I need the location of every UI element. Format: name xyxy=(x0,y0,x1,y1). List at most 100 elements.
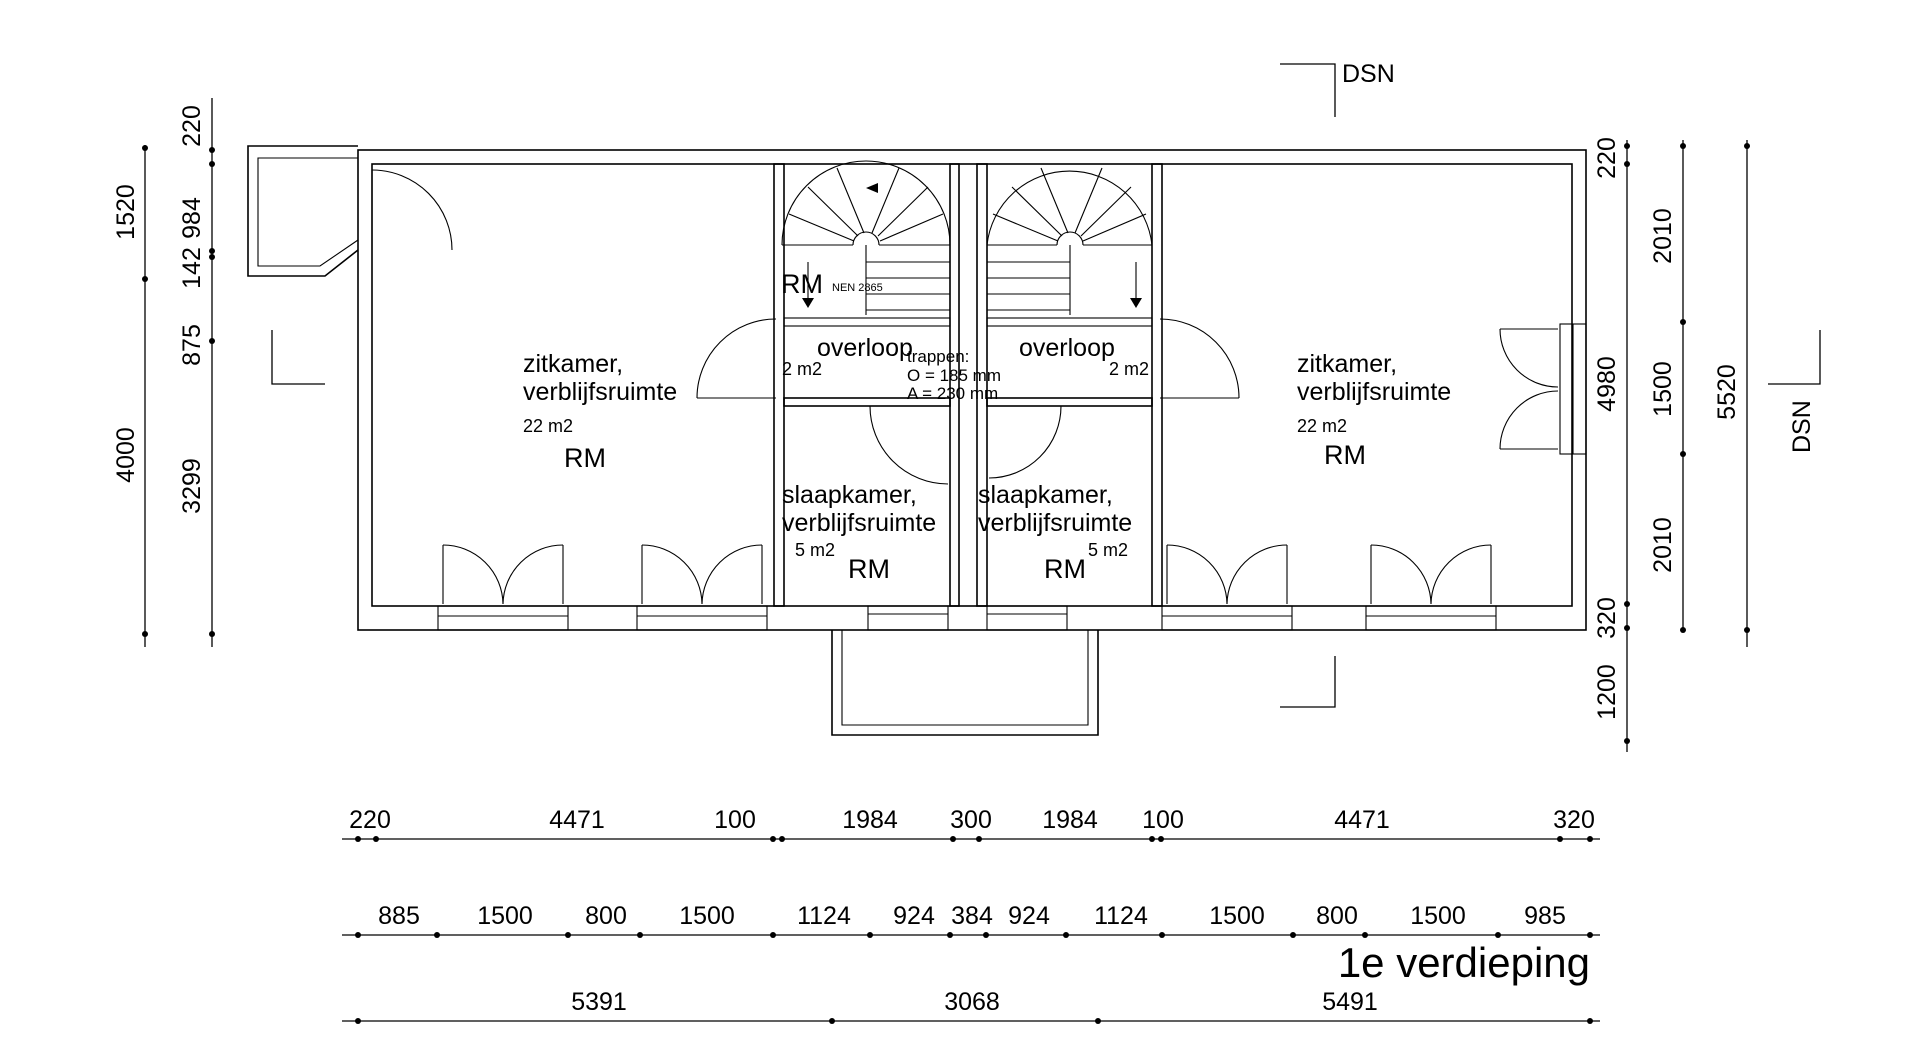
dimension-tick xyxy=(770,836,776,842)
room-name-left-living: zitkamer, xyxy=(523,350,623,378)
dim-right-middle-3: 2010 xyxy=(1649,517,1677,573)
dimension-tick xyxy=(1624,738,1630,744)
room-name-right-living: zitkamer, xyxy=(1297,350,1397,378)
dimension-tick xyxy=(1624,143,1630,149)
room-name-right-landing: overloop xyxy=(1019,334,1115,362)
dim-row2-13: 985 xyxy=(1524,902,1566,930)
interior-walls xyxy=(773,163,1163,607)
dim-row1-7: 100 xyxy=(1142,806,1184,834)
dim-row2-12: 1500 xyxy=(1410,902,1466,930)
room-area-left-landing: 2 m2 xyxy=(782,359,822,379)
dimension-tick xyxy=(209,161,215,167)
room-code-right-living: RM xyxy=(1324,440,1366,470)
dimension-tick xyxy=(1557,836,1563,842)
balcony-left xyxy=(247,145,359,277)
dim-row1-5: 300 xyxy=(950,806,992,834)
stair-rise: O = 185 mm xyxy=(907,366,1001,385)
room-type-right-bedroom: verblijfsruimte xyxy=(978,509,1132,537)
dimension-tick xyxy=(950,836,956,842)
dimension-tick xyxy=(1587,1018,1593,1024)
dimension-tick xyxy=(209,631,215,637)
dimension-tick xyxy=(1063,932,1069,938)
dimension-tick xyxy=(976,836,982,842)
dim-row2-10: 1500 xyxy=(1209,902,1265,930)
balcony-bottom xyxy=(831,630,1099,736)
stair-right xyxy=(986,167,1153,315)
dim-right-inner-4: 1200 xyxy=(1593,664,1621,720)
dimension-tick xyxy=(983,932,989,938)
stair-left xyxy=(781,160,951,315)
dim-right-middle-1: 2010 xyxy=(1649,208,1677,264)
dimension-tick xyxy=(637,932,643,938)
dimension-tick xyxy=(1744,627,1750,633)
room-type-left-bedroom: verblijfsruimte xyxy=(782,509,936,537)
room-type-right-living: verblijfsruimte xyxy=(1297,378,1451,406)
stair-tread: A = 230 mm xyxy=(907,384,998,403)
dimension-tick xyxy=(1495,932,1501,938)
dim-row1-6: 1984 xyxy=(1042,806,1098,834)
dimension-tick xyxy=(565,932,571,938)
dimension-tick xyxy=(1680,451,1686,457)
dim-right-inner-3: 320 xyxy=(1593,597,1621,639)
dimension-tick xyxy=(1587,836,1593,842)
room-area-right-landing: 2 m2 xyxy=(1109,359,1149,379)
dim-row2-4: 1500 xyxy=(679,902,735,930)
dim-row1-2: 4471 xyxy=(549,806,605,834)
dimension-tick xyxy=(355,1018,361,1024)
dimension-tick xyxy=(1095,1018,1101,1024)
dim-left-inner-2: 984 xyxy=(178,197,206,239)
dimension-tick xyxy=(1149,836,1155,842)
dimension-tick xyxy=(1158,836,1164,842)
dim-left-outer-1: 1520 xyxy=(112,184,140,240)
dimension-tick xyxy=(1624,161,1630,167)
dim-left-inner-4: 875 xyxy=(178,324,206,366)
dim-row1-1: 220 xyxy=(349,806,391,834)
dimension-tick xyxy=(209,338,215,344)
dimension-tick xyxy=(947,932,953,938)
room-code-left-living: RM xyxy=(564,443,606,473)
dim-row2-1: 885 xyxy=(378,902,420,930)
dimension-tick xyxy=(1587,932,1593,938)
dim-left-outer-2: 4000 xyxy=(112,427,140,483)
dim-row1-3: 100 xyxy=(714,806,756,834)
dim-row2-7: 384 xyxy=(951,902,993,930)
stair-heading: trappen: xyxy=(907,347,969,366)
doors xyxy=(371,169,1559,605)
dimension-tick xyxy=(1159,932,1165,938)
dim-left-inner-1: 220 xyxy=(178,105,206,147)
dimension-tick xyxy=(209,254,215,260)
dimension-tick xyxy=(209,147,215,153)
dimension-tick xyxy=(779,836,785,842)
dim-row2-6: 924 xyxy=(893,902,935,930)
dimension-tick xyxy=(142,145,148,151)
dim-right-inner-1: 220 xyxy=(1593,137,1621,179)
dim-row2-11: 800 xyxy=(1316,902,1358,930)
stair-norm: NEN 2865 xyxy=(832,282,883,294)
dim-row2-3: 800 xyxy=(585,902,627,930)
dimension-tick xyxy=(355,932,361,938)
dimension-tick xyxy=(142,276,148,282)
dimension-tick xyxy=(1744,143,1750,149)
dimension-tick xyxy=(1290,932,1296,938)
section-label-right: DSN xyxy=(1788,400,1816,453)
room-area-right-bedroom: 5 m2 xyxy=(1088,540,1128,560)
section-markers xyxy=(271,63,1821,708)
dim-right-inner-2: 4980 xyxy=(1593,356,1621,412)
dimension-tick xyxy=(1362,932,1368,938)
dimension-tick xyxy=(829,1018,835,1024)
room-name-left-landing: overloop xyxy=(817,334,913,362)
section-label-top: DSN xyxy=(1342,60,1395,88)
dimension-tick xyxy=(209,248,215,254)
room-area-right-living: 22 m2 xyxy=(1297,416,1347,436)
dim-row1-9: 320 xyxy=(1553,806,1595,834)
dimension-tick xyxy=(434,932,440,938)
dim-row3-1: 5391 xyxy=(571,988,627,1016)
dim-row2-2: 1500 xyxy=(477,902,533,930)
dimension-tick xyxy=(142,631,148,637)
dim-row2-5: 1124 xyxy=(797,902,851,930)
dim-left-inner-3: 142 xyxy=(178,247,206,289)
dim-row3-3: 5491 xyxy=(1322,988,1378,1016)
drawing-title: 1e verdieping xyxy=(1338,939,1590,986)
dimension-tick xyxy=(770,932,776,938)
